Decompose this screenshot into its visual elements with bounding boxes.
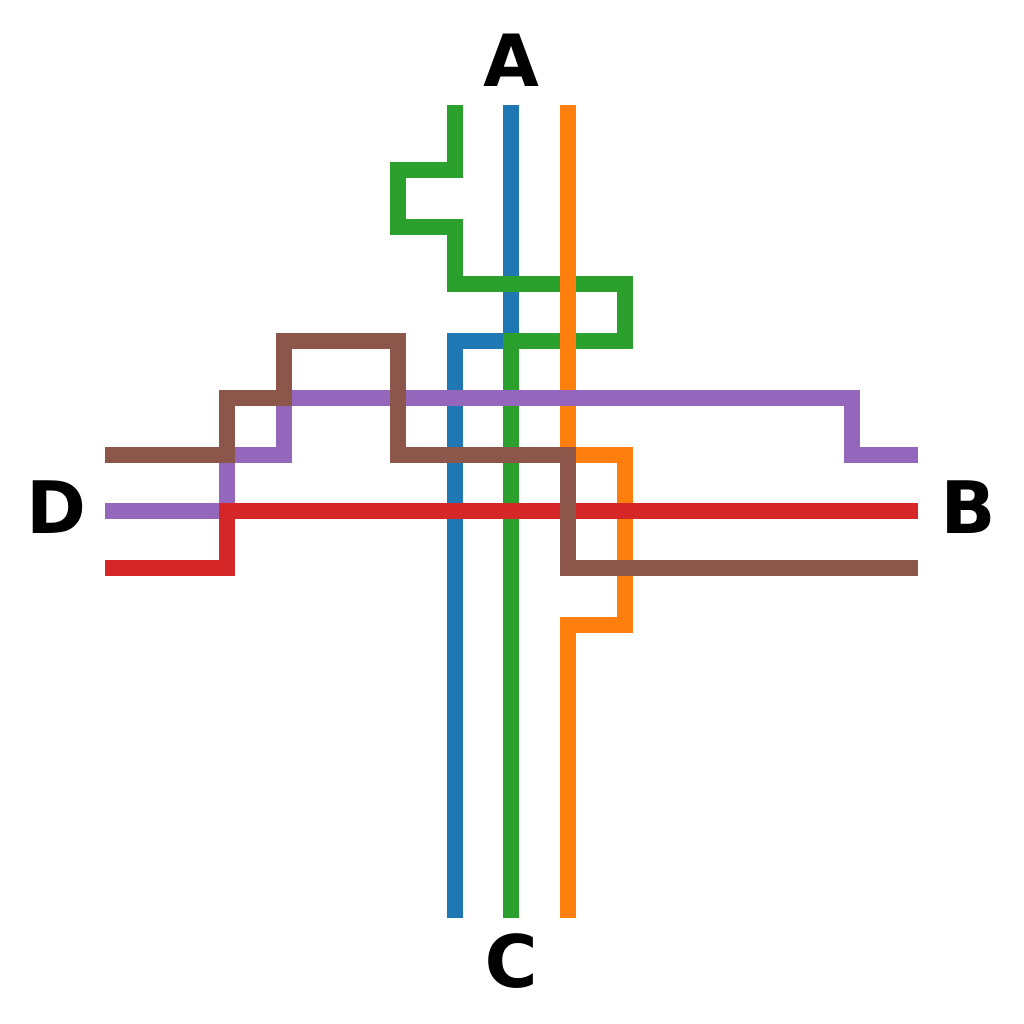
route-blue bbox=[447, 105, 519, 918]
terminal-label-top: A bbox=[483, 19, 539, 103]
route-brown bbox=[105, 333, 918, 576]
terminal-label-right: B bbox=[941, 466, 996, 550]
terminal-label-left: D bbox=[26, 466, 86, 550]
route-purple bbox=[105, 390, 918, 519]
terminal-label-bottom: C bbox=[485, 920, 538, 1004]
